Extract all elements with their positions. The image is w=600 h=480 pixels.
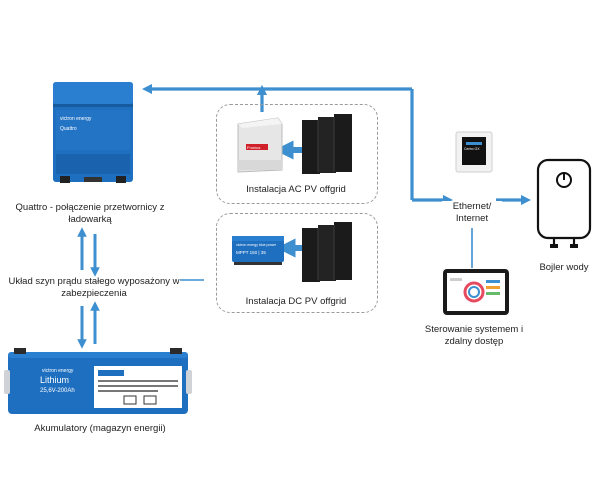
battery-model: Lithium	[40, 375, 70, 385]
ac-solar-panels	[302, 114, 354, 176]
ac-pv-box	[216, 104, 378, 204]
quattro-brand: victron energy	[60, 116, 92, 122]
ac-pv-label: Instalacja AC PV offgrid	[246, 184, 346, 195]
mppt-controller: victron energy blue power MPPT 150 | 35	[230, 234, 286, 266]
water-boiler	[534, 158, 594, 250]
gateway-device: Cerbo GX	[454, 130, 494, 174]
battery-brand: victron energy	[42, 368, 74, 374]
mppt-model: MPPT 150 | 35	[236, 250, 266, 255]
battery-label: Akumulatory (magazyn energii)	[34, 423, 166, 434]
gateway-label: Cerbo GX	[464, 147, 480, 151]
battery-device: victron energy Lithium 25,6V-200Ah	[4, 346, 192, 418]
control-tablet	[442, 268, 510, 316]
dc-pv-box	[216, 213, 378, 313]
quattro-model: Quattro	[60, 126, 77, 132]
dc-pv-label: Instalacja DC PV offgrid	[245, 296, 347, 307]
busbar-label: Układ szyn prądu stałego wyposażony w za…	[8, 276, 180, 299]
dc-solar-panels	[302, 222, 354, 284]
ethernet-label: Ethernet/ Internet	[442, 201, 502, 225]
quattro-device: victron energy Quattro	[50, 80, 136, 186]
fronius-brand: Fronius	[247, 145, 261, 150]
mppt-brand: victron energy blue power	[236, 243, 277, 247]
boiler-label: Bojler wody	[539, 262, 589, 273]
battery-spec: 25,6V-200Ah	[40, 388, 75, 394]
control-label: Sterowanie systemem i zdalny dostęp	[424, 324, 524, 347]
fronius-inverter: Fronius	[234, 116, 284, 174]
quattro-label: Quattro - połączenie przetwornicy z łado…	[15, 202, 165, 225]
